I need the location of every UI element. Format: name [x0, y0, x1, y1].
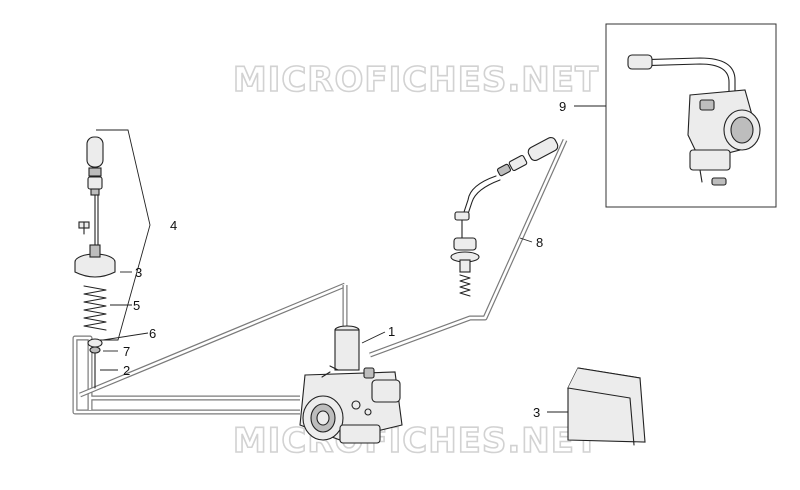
callout-7: 7 [123, 344, 130, 359]
throttle-valve-tower [334, 329, 360, 371]
throttle-slide-assembly [74, 136, 116, 389]
callout-6: 6 [149, 326, 156, 341]
leader-lines [100, 105, 606, 413]
bracket-4 [96, 129, 151, 341]
callout-labels: 1 2 3 3 4 5 6 7 8 9 [123, 99, 566, 420]
callout-4: 4 [170, 218, 177, 233]
slide-spring [83, 285, 107, 331]
assembled-carburetor-inset [605, 23, 777, 208]
routing-lines [72, 138, 568, 415]
needle-clip [87, 338, 103, 348]
choke-cable-assembly [450, 136, 559, 297]
cable-adjuster [86, 136, 104, 168]
watermark-top: MICROFICHES.NET [233, 60, 599, 100]
carburetor-body [299, 325, 403, 444]
callout-1: 1 [388, 324, 395, 339]
repair-kit-bag [567, 367, 646, 446]
float-bowl [339, 424, 381, 444]
watermark-bottom: MICROFICHES.NET [233, 421, 599, 461]
callout-2: 2 [123, 363, 130, 378]
callout-3-cap: 3 [135, 265, 142, 280]
callout-9: 9 [559, 99, 566, 114]
callout-8: 8 [536, 235, 543, 250]
callout-5: 5 [133, 298, 140, 313]
needle-retainer [89, 346, 101, 354]
callout-3-kit: 3 [533, 405, 540, 420]
